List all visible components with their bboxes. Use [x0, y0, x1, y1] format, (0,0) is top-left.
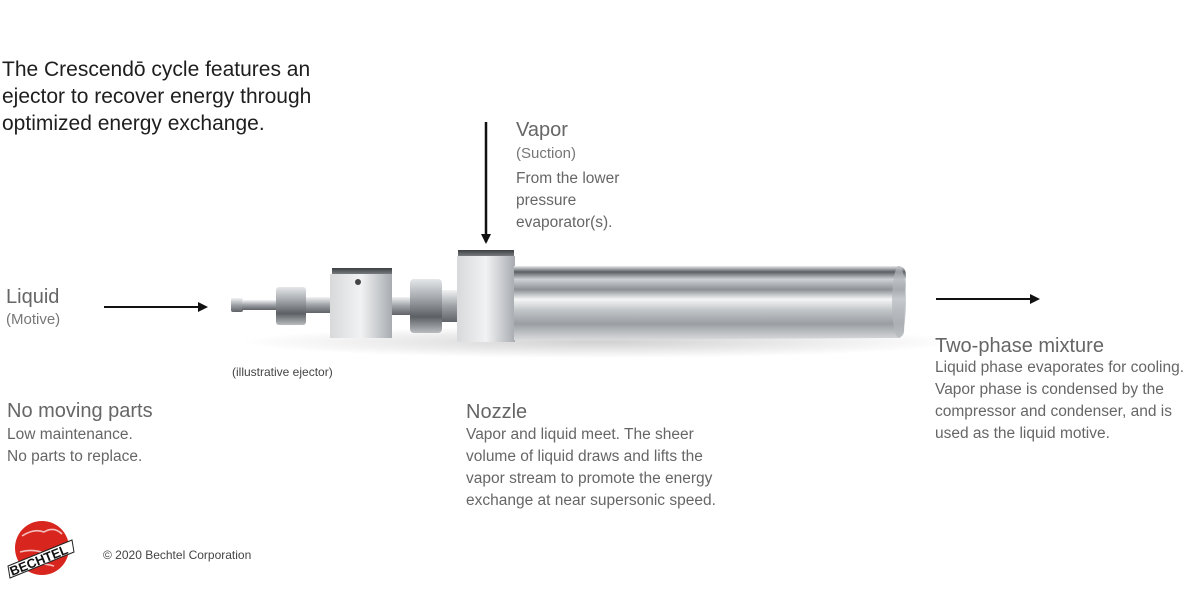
mixture-description: Liquid phase evaporates for cooling. Vap… [935, 359, 1185, 442]
suction-block [457, 256, 515, 342]
bechtel-logo: BECHTEL [7, 521, 75, 579]
nozzle-block-hole [355, 279, 361, 285]
vapor-title: Vapor [516, 119, 568, 141]
liquid-subtitle: (Motive) [6, 311, 61, 328]
no-moving-parts-line-1: Low maintenance. [7, 426, 133, 443]
inlet-shaft [242, 300, 282, 310]
tube-end [892, 266, 906, 338]
nozzle-description: Vapor and liquid meet. The sheer volume … [466, 426, 716, 509]
nozzle-block [330, 274, 392, 338]
mid-nut [410, 279, 442, 333]
illustrative-caption: (illustrative ejector) [232, 365, 333, 379]
vapor-description: From the lower pressure evaporator(s). [516, 170, 620, 231]
diffuser-tube [514, 266, 906, 340]
liquid-title: Liquid [6, 286, 60, 308]
vapor-subtitle: (Suction) [516, 145, 577, 162]
copyright-text: © 2020 Bechtel Corporation [103, 548, 252, 562]
mid-shaft-2 [442, 290, 460, 322]
inlet-tip [231, 298, 243, 312]
nozzle-title: Nozzle [466, 401, 528, 423]
suction-block-top [458, 250, 514, 258]
mid-shaft [392, 297, 412, 315]
intro-text: The Crescendō cycle features an ejector … [2, 58, 312, 135]
no-moving-parts-line-2: No parts to replace. [7, 448, 143, 465]
no-moving-parts-title: No moving parts [7, 400, 153, 422]
inlet-shaft-2 [306, 297, 332, 313]
mixture-title: Two-phase mixture [935, 335, 1104, 357]
inlet-nut [276, 287, 306, 325]
